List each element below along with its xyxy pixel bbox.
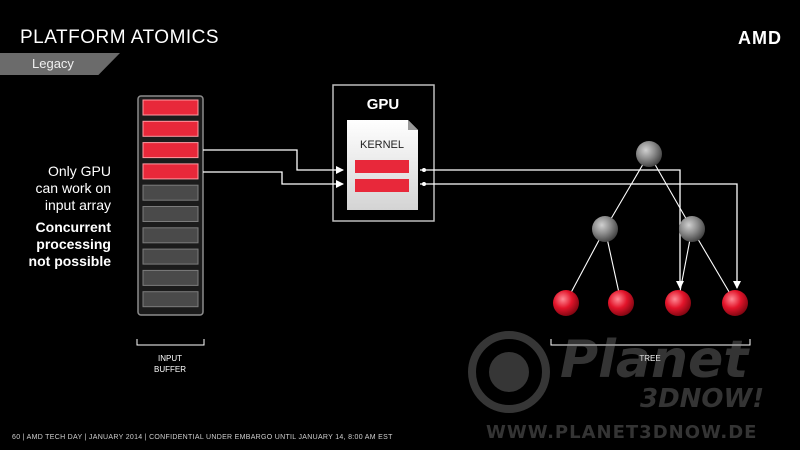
kernel-arrow-dot-1	[422, 168, 426, 172]
subtitle-label: Legacy	[32, 56, 74, 71]
tree-bracket	[550, 339, 751, 346]
left-note-line-3: input array	[44, 197, 111, 213]
buffer-cell-gray	[142, 184, 199, 201]
kernel-to-tree-arrow-2	[420, 183, 741, 289]
tree-leaf-1	[553, 290, 579, 316]
buffer-cell-red	[142, 120, 199, 137]
kernel-bar-1	[355, 160, 409, 173]
tree-node-root	[636, 141, 662, 167]
left-bold-line-1: Concurrent	[35, 219, 111, 235]
watermark-url: WWW.PLANET3DNOW.DE	[486, 422, 758, 443]
buffer-to-kernel-arrow-1	[203, 149, 344, 174]
kernel-arrow-dot-2	[422, 182, 426, 186]
tree-leaf-2	[608, 290, 634, 316]
buffer-cell-red	[142, 99, 199, 116]
kernel-bar-2	[355, 179, 409, 192]
buffer-cell-red	[142, 163, 199, 180]
slide-title: PLATFORM ATOMICS	[20, 27, 220, 48]
input-buffer-caption: INPUT BUFFER	[140, 353, 200, 375]
gpu-label: GPU	[367, 96, 400, 113]
left-note: Only GPU can work on input array	[0, 163, 111, 214]
tree-leaf-4	[722, 290, 748, 316]
left-bold-line-3: not possible	[28, 253, 111, 269]
left-bold-line-2: processing	[36, 236, 111, 252]
buffer-cell-gray	[142, 269, 199, 286]
watermark-logo-icon	[468, 331, 550, 413]
buffer-cell-red	[142, 142, 199, 159]
left-note-line-2: can work on	[35, 180, 111, 196]
left-bold-note: Concurrent processing not possible	[0, 219, 111, 270]
input-buffer-caption-line-2: BUFFER	[154, 365, 186, 374]
footer: 60 | AMD TECH DAY | JANUARY 2014 | CONFI…	[12, 434, 393, 441]
subtitle-tab: Legacy	[0, 53, 120, 75]
buffer-cell-gray	[142, 206, 199, 222]
tree-leaf-3	[665, 290, 691, 316]
kernel-label: KERNEL	[360, 139, 404, 151]
buffer-cell-gray	[142, 291, 199, 308]
amd-logo: AMD	[738, 28, 782, 48]
tree-edges	[565, 153, 736, 303]
input-buffer-bracket	[136, 339, 205, 346]
input-buffer-caption-line-1: INPUT	[158, 354, 182, 363]
tree-node-mid-right	[679, 216, 705, 242]
watermark-planet: Planet	[560, 330, 749, 390]
input-buffer-cells	[142, 99, 199, 308]
tree-node-mid-left	[592, 216, 618, 242]
left-note-line-1: Only GPU	[47, 163, 111, 179]
buffer-to-kernel-arrow-2	[203, 171, 344, 188]
kernel-to-tree-arrow-1	[420, 169, 684, 289]
buffer-cell-gray	[142, 248, 199, 265]
tree-caption: TREE	[639, 354, 661, 363]
buffer-cell-gray	[142, 227, 199, 244]
kernel-doc-fold	[408, 120, 418, 130]
watermark-3dnow: 3DNOW!	[640, 384, 765, 414]
